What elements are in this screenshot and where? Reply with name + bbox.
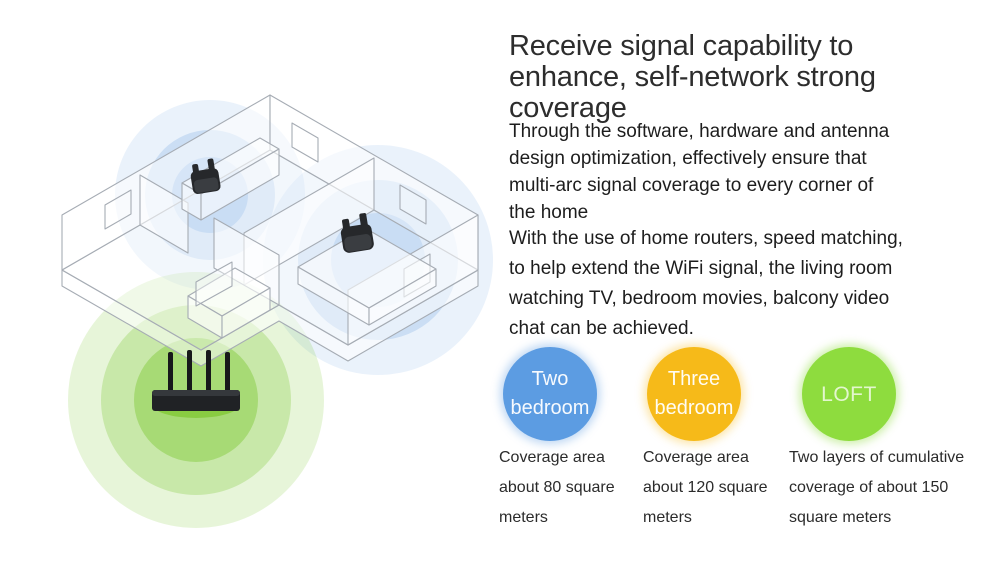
paragraph-home-routers: With the use of home routers, speed matc… — [509, 228, 903, 339]
tv-stand — [187, 261, 271, 339]
coverage-illustration — [61, 94, 493, 528]
window — [291, 122, 319, 163]
title-line: coverage — [509, 92, 627, 125]
badge-two-bedroom-caption: Coverage area about 80 square meters — [499, 449, 615, 526]
title-line: enhance, self-network strong — [509, 61, 876, 94]
window — [104, 189, 132, 230]
badge-three-bedroom-caption: Coverage area about 120 square meters — [643, 449, 768, 526]
title-line: Receive signal capability to — [509, 30, 854, 63]
bed — [297, 227, 437, 326]
window — [399, 184, 427, 225]
badge-three-bedroom: Three bedroom — [647, 347, 741, 441]
wifi-repeater-icon — [340, 213, 374, 253]
house-floorplan — [61, 94, 479, 367]
badge-two-bedroom: Two bedroom — [503, 347, 597, 441]
badge-loft: LOFT — [802, 347, 896, 441]
wifi-router-icon — [152, 350, 240, 418]
page-title: Receive signal capability to enhance, se… — [509, 31, 979, 124]
badge-loft-caption: Two layers of cumulative coverage of abo… — [789, 449, 965, 526]
wifi-repeater-icon — [190, 158, 221, 194]
paragraph-antenna-design: Through the software, hardware and anten… — [509, 121, 890, 223]
